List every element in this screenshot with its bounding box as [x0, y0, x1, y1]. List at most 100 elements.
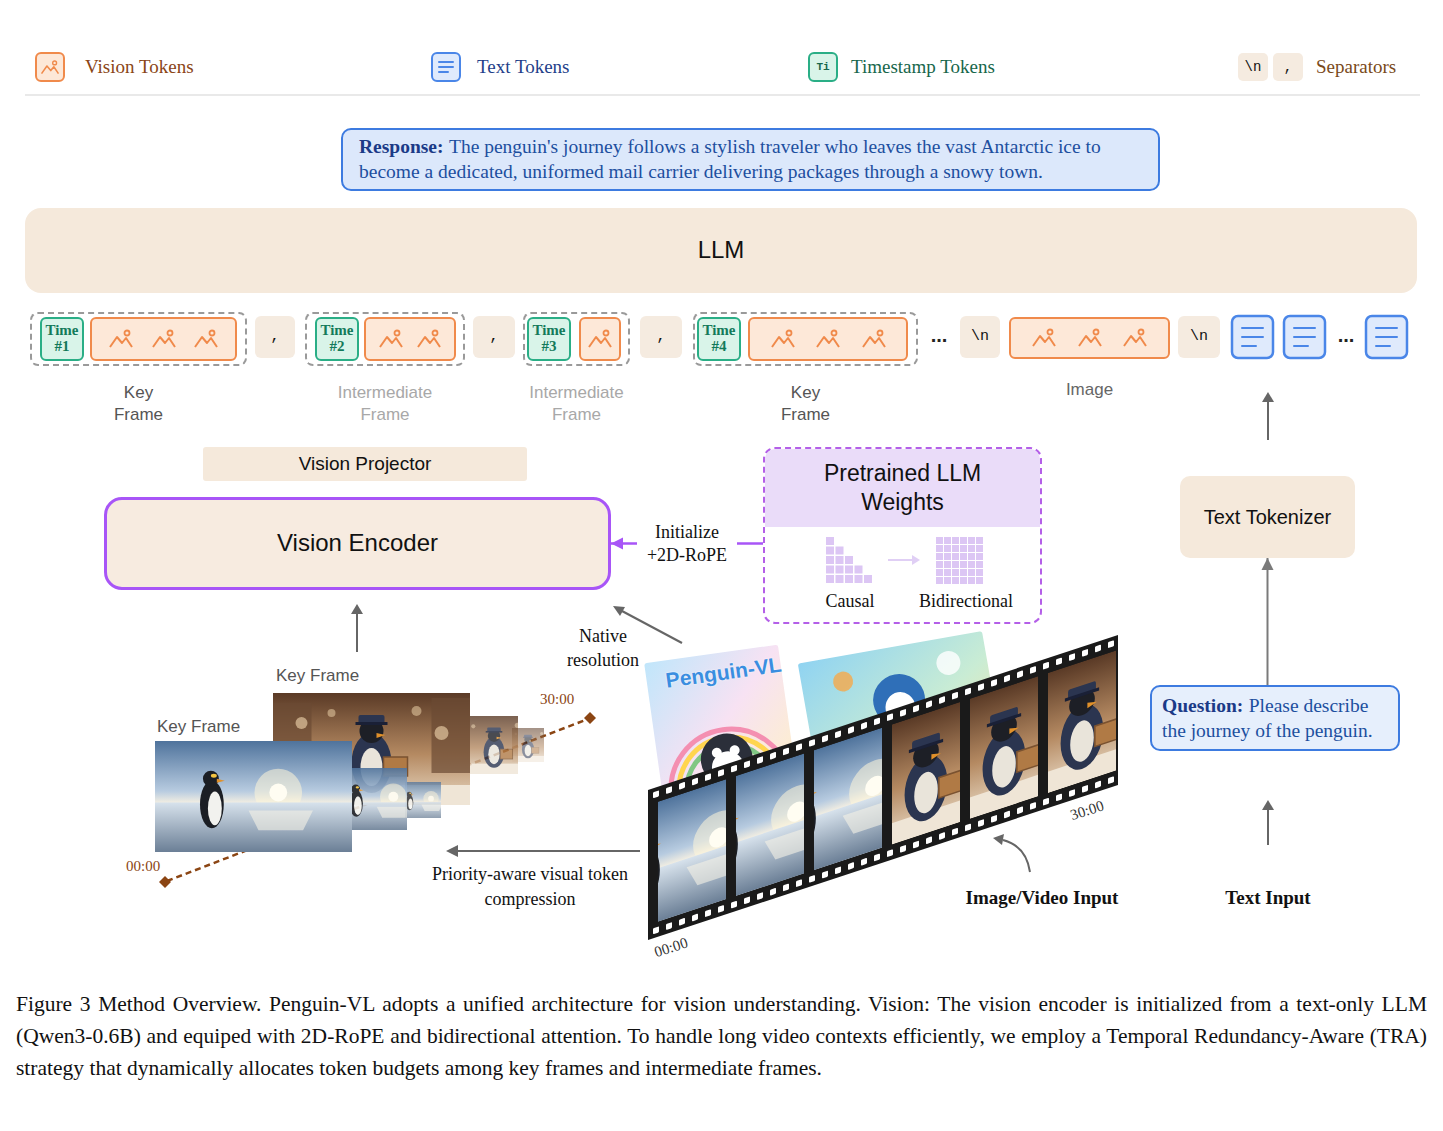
illustration-shape [861, 328, 887, 350]
illustration-shape [458, 850, 640, 852]
illustration-shape [822, 871, 828, 879]
illustration-shape [1093, 330, 1098, 335]
illustration-shape [1069, 653, 1075, 661]
illustration-shape [874, 717, 880, 725]
illustration-shape [848, 862, 854, 870]
illustration-shape [845, 575, 853, 583]
illustration-shape [770, 328, 796, 350]
illustration-shape [436, 58, 456, 76]
illustration-shape [1095, 781, 1101, 789]
node-label: Time #2 [317, 323, 357, 355]
illustration-shape [936, 561, 943, 568]
free-label: Text Input [1213, 887, 1323, 910]
illustration-shape [195, 337, 217, 347]
illustration-shape [796, 743, 802, 751]
frame-type-label: Intermediate Frame [325, 382, 445, 426]
illustration-shape [1031, 327, 1057, 349]
illustration-shape [944, 561, 951, 568]
frame-type-label: Intermediate Frame [517, 382, 637, 426]
illustration-shape [1376, 328, 1397, 346]
illustration-shape [935, 649, 963, 677]
illustration-shape [887, 713, 893, 721]
free-label: , [1273, 53, 1303, 81]
illustration-shape [653, 926, 659, 934]
illustration-shape [772, 337, 794, 347]
vision-token-strip [748, 317, 908, 361]
illustration-shape [783, 883, 789, 891]
illustration-shape [936, 537, 943, 544]
illustration-shape [731, 765, 737, 773]
illustration-shape [110, 337, 132, 347]
illustration-shape [836, 566, 844, 574]
node-label: \n [971, 328, 989, 346]
connector-line [1267, 558, 1269, 685]
illustration-shape [731, 901, 737, 909]
illustration-shape [926, 836, 932, 844]
illustration-shape [976, 545, 983, 552]
illustration-shape [1082, 649, 1088, 657]
illustration-shape [976, 537, 983, 544]
illustration-shape [711, 747, 722, 758]
illustration-shape [960, 577, 967, 584]
node-heading: Response: [359, 136, 444, 157]
intermediate-frame-group: Intermediate FrameTime #3 [523, 312, 630, 366]
illustration-shape [622, 611, 682, 643]
node-label: LLM [698, 236, 745, 265]
illustration-shape [589, 337, 611, 347]
illustration-shape [835, 866, 841, 874]
illustration-shape [877, 331, 882, 336]
tokenizer-box: Text Tokenizer [1180, 476, 1355, 558]
illustration-shape [1003, 840, 1030, 872]
illustration-shape [1079, 336, 1101, 346]
illustration-shape [991, 815, 997, 823]
legend-text: Separators [1316, 56, 1396, 79]
free-label: Key Frame [276, 666, 386, 686]
encoder-box: Vision Encoder [104, 497, 611, 590]
free-label: ... [1328, 325, 1364, 345]
timestamp-token: Time #3 [527, 317, 571, 361]
illustration-shape [796, 879, 802, 887]
illustration-shape [831, 670, 854, 693]
illustration-shape [108, 328, 134, 350]
illustration-shape [380, 337, 402, 347]
frame-type-label: Key Frame [766, 382, 846, 426]
illustration-shape [692, 914, 698, 922]
illustration-shape [757, 892, 763, 900]
connector [1262, 558, 1274, 685]
question-box: Question:Please describe the journey of … [1150, 685, 1400, 751]
illustration-shape [1366, 316, 1407, 358]
illustration-shape [826, 566, 834, 574]
illustration-shape [968, 561, 975, 568]
illustration-shape [968, 537, 975, 544]
illustration-shape [968, 553, 975, 560]
illustration-shape [944, 545, 951, 552]
free-label: ... [921, 325, 957, 345]
vision-token-icon [193, 328, 219, 350]
illustration-shape [936, 577, 943, 584]
illustration-shape [167, 331, 172, 336]
node-heading: Question: [1162, 695, 1243, 716]
node-label: Vision Encoder [277, 529, 438, 558]
illustration-shape [1139, 330, 1144, 335]
illustration-shape [1284, 316, 1325, 358]
free-label: \n [1238, 53, 1268, 81]
illustration-shape [952, 569, 959, 576]
illustration-shape [826, 556, 834, 564]
frame-type-label: Key Frame [99, 382, 179, 426]
illustration-shape [836, 575, 844, 583]
illustration-shape [952, 545, 959, 552]
illustration-shape [939, 696, 945, 704]
illustration-shape [936, 545, 943, 552]
illustration-shape [25, 94, 1420, 96]
vision-token-icon [587, 328, 613, 350]
illustration-shape [968, 577, 975, 584]
illustration-shape [786, 331, 791, 336]
illustration-shape [944, 569, 951, 576]
vision-token-strip [90, 317, 237, 361]
illustration-shape [861, 722, 867, 730]
illustration-shape [855, 575, 863, 583]
illustration-shape [1262, 800, 1274, 810]
illustration-shape [952, 828, 958, 836]
illustration-shape [446, 845, 458, 857]
illustration-shape [1095, 645, 1101, 653]
